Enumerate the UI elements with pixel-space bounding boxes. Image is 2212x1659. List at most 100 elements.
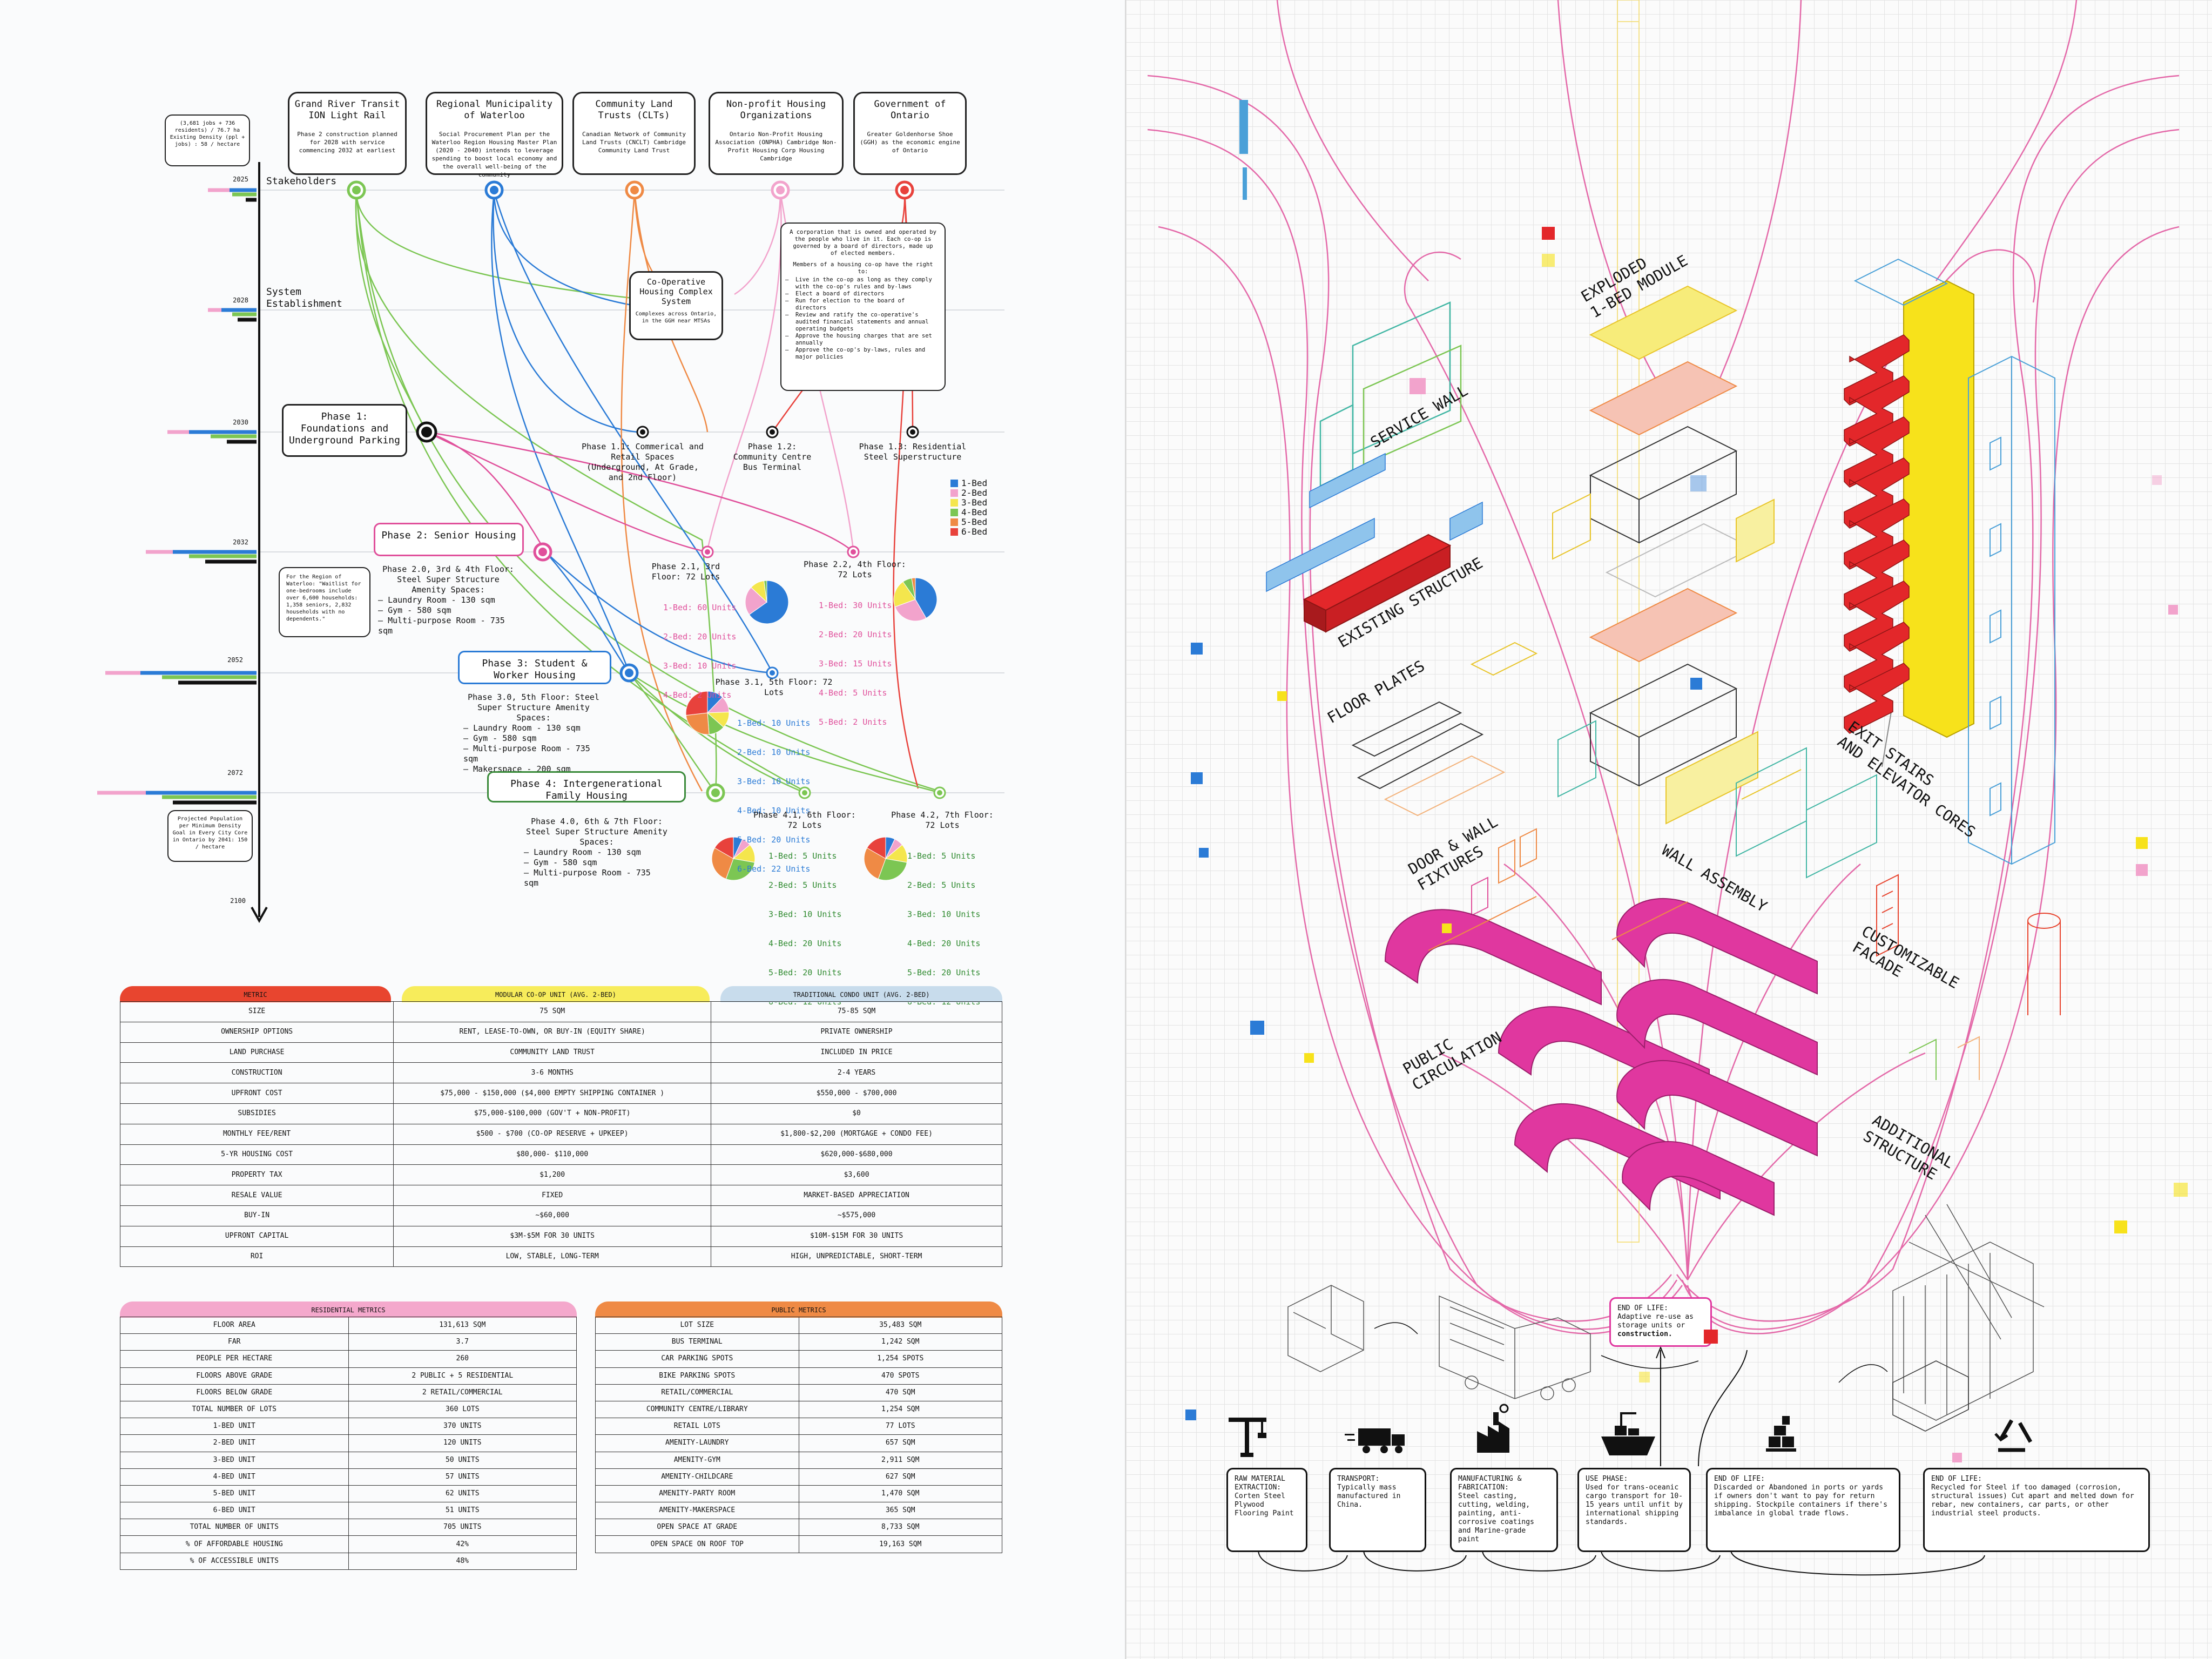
phase-3-amenities: Phase 3.0, 5th Floor: Steel Super Struct…: [463, 692, 604, 774]
legend-swatch: [950, 480, 958, 487]
lc-title: USE PHASE:: [1586, 1475, 1628, 1483]
lc-text: Corten Steel Plywood Flooring Paint: [1235, 1492, 1294, 1518]
table-cell: 3.7: [348, 1333, 577, 1351]
stakeholder-title: Grand River Transit ION Light Rail: [294, 99, 400, 121]
stakeholder-title: Regional Municipality of Waterloo: [436, 99, 552, 121]
table-cell: 3-BED UNIT: [120, 1451, 349, 1469]
pie-slice: [763, 580, 767, 603]
table-cell: FLOORS ABOVE GRADE: [120, 1367, 349, 1385]
table-cell: BIKE PARKING SPOTS: [595, 1367, 799, 1385]
unit-line: 5-Bed: 2 Units: [819, 717, 887, 727]
amenities-head: Phase 4.0, 6th & 7th Floor: Steel Super …: [526, 817, 667, 847]
table-cell: 4-BED UNIT: [120, 1468, 349, 1486]
stakeholder-ontario: Government of Ontario Greater Goldenhors…: [853, 92, 967, 175]
truck-icon: [1345, 1428, 1405, 1453]
table-cell: FLOOR AREA: [120, 1316, 349, 1334]
table-cell: 260: [348, 1350, 577, 1368]
lc-text: Used for trans-oceanic cargo transport f…: [1586, 1483, 1683, 1526]
table-cell: CONSTRUCTION: [119, 1062, 394, 1084]
customizable-facade: [1876, 874, 2061, 1015]
year-2028: 2028: [233, 296, 248, 304]
table-cell: AMENITY-GYM: [595, 1451, 799, 1469]
phase-4-1-head: Phase 4.1, 6th Floor: 72 Lots: [753, 810, 856, 830]
table-cell: 62 UNITS: [348, 1485, 577, 1503]
table-cell: 5-YR HOUSING COST: [119, 1144, 394, 1165]
table-cell: $1,800-$2,200 (MORTGAGE + CONDO FEE): [711, 1123, 1002, 1145]
floor-plates-label: FLOOR PLATES: [1324, 657, 1428, 727]
additional-structure-label: ADDITIONALSTRUCTURE: [1860, 1111, 1957, 1188]
table-cell: MONTHLY FEE/RENT: [119, 1123, 394, 1145]
floor-plates: [1351, 642, 1538, 817]
lc-title: TRANSPORT:: [1337, 1475, 1380, 1483]
table-cell: $550,000 - $700,000: [711, 1083, 1002, 1104]
unit-line: 1-Bed: 60 Units: [663, 603, 737, 612]
unit-line: 1-Bed: 30 Units: [819, 601, 892, 610]
phase-2-amenities: Phase 2.0, 3rd & 4th Floor: Steel Super …: [378, 564, 518, 636]
table-cell: LOW, STABLE, LONG-TERM: [393, 1246, 712, 1267]
table-cell: 1,254 SPOTS: [798, 1350, 1002, 1368]
phase-1-3-label: Phase 1.3: Residential Steel Superstruct…: [859, 442, 967, 462]
legend-swatch: [950, 528, 958, 536]
table-cell: TOTAL NUMBER OF LOTS: [120, 1400, 349, 1419]
table-cell: 657 SQM: [798, 1434, 1002, 1452]
nodes: [347, 180, 946, 802]
public-header: PUBLIC METRICS: [595, 1301, 1002, 1318]
table-cell: OWNERSHIP OPTIONS: [119, 1021, 394, 1043]
table-cell: 705 UNITS: [348, 1519, 577, 1536]
scrap-illustration: [1892, 1242, 2034, 1421]
timeline-graphic: 2025 2028 2030 2032 2052 2072 2100: [97, 162, 1004, 923]
lifecycle-illustrations: [1287, 1204, 2045, 1432]
lc-text: Typically mass manufactured in China.: [1337, 1483, 1401, 1509]
unit-line: 2-Bed: 10 Units: [737, 747, 811, 757]
table-cell: 365 SQM: [798, 1502, 1002, 1520]
customizable-label: CUSTOMIZABLEFACADE: [1850, 922, 1963, 1008]
phase-4-amenities: Phase 4.0, 6th & 7th Floor: Steel Super …: [524, 817, 670, 888]
table-cell: CAR PARKING SPOTS: [595, 1350, 799, 1368]
wall-assembly: [1736, 747, 1877, 879]
stakeholder-nonprofit: Non-profit Housing Organizations Ontario…: [709, 92, 844, 175]
pie-slice: [878, 858, 907, 881]
decorative-pixels: [1185, 100, 2188, 1462]
legend-label: 2-Bed: [961, 488, 988, 498]
unit-line: 6-Bed: 22 Units: [737, 864, 811, 874]
unit-line: 3-Bed: 15 Units: [819, 659, 892, 669]
lifecycle-raw-material: RAW MATERIAL EXTRACTION: Corten Steel Pl…: [1226, 1468, 1307, 1552]
table-cell: AMENITY-MAKERSPACE: [595, 1502, 799, 1520]
table-cell: 1,242 SQM: [798, 1333, 1002, 1351]
residential-header: RESIDENTIAL METRICS: [120, 1301, 577, 1318]
table-cell: 77 LOTS: [798, 1418, 1002, 1435]
table-cell: % OF AFFORDABLE HOUSING: [120, 1535, 349, 1553]
table-cell: BUS TERMINAL: [595, 1333, 799, 1351]
amenities-head: Phase 3.0, 5th Floor: Steel Super Struct…: [468, 692, 599, 723]
legend-label: 3-Bed: [961, 497, 988, 508]
table-cell: 5-BED UNIT: [120, 1485, 349, 1503]
phase-2-2-units: 1-Bed: 30 Units 2-Bed: 20 Units 3-Bed: 1…: [819, 581, 892, 746]
table-cell: $3,600: [711, 1164, 1002, 1186]
door-fixtures: [1471, 828, 1537, 916]
lc-text: Recycled for Steel if too damaged (corro…: [1931, 1483, 2134, 1518]
public-circulation-label: PUBLICCIRCULATION: [1400, 1013, 1505, 1094]
pie-slice: [685, 691, 708, 716]
table-row: MONTHLY FEE/RENT$500 - $700 (CO-OP RESER…: [119, 1123, 1002, 1145]
table-cell: $1,200: [393, 1164, 712, 1186]
ship-icon: [1601, 1412, 1655, 1455]
lc-title: END OF LIFE:: [1714, 1475, 1765, 1483]
exit-stairs-label: EXIT STAIRSAND ELEVATOR CORES: [1834, 718, 1989, 841]
table-cell: UPFRONT CAPITAL: [119, 1225, 394, 1247]
comparison-header-metric: METRIC: [120, 986, 391, 1002]
table-cell: 470 SQM: [798, 1384, 1002, 1401]
coop-right: Run for election to the board of directo…: [795, 298, 938, 312]
comparison-header-coop: MODULAR CO-OP UNIT (AVG. 2-BED): [402, 986, 710, 1002]
axis-arrow: [251, 162, 268, 923]
unit-line: 1-Bed: 5 Units: [768, 851, 837, 861]
table-cell: OPEN SPACE ON ROOF TOP: [595, 1535, 799, 1553]
